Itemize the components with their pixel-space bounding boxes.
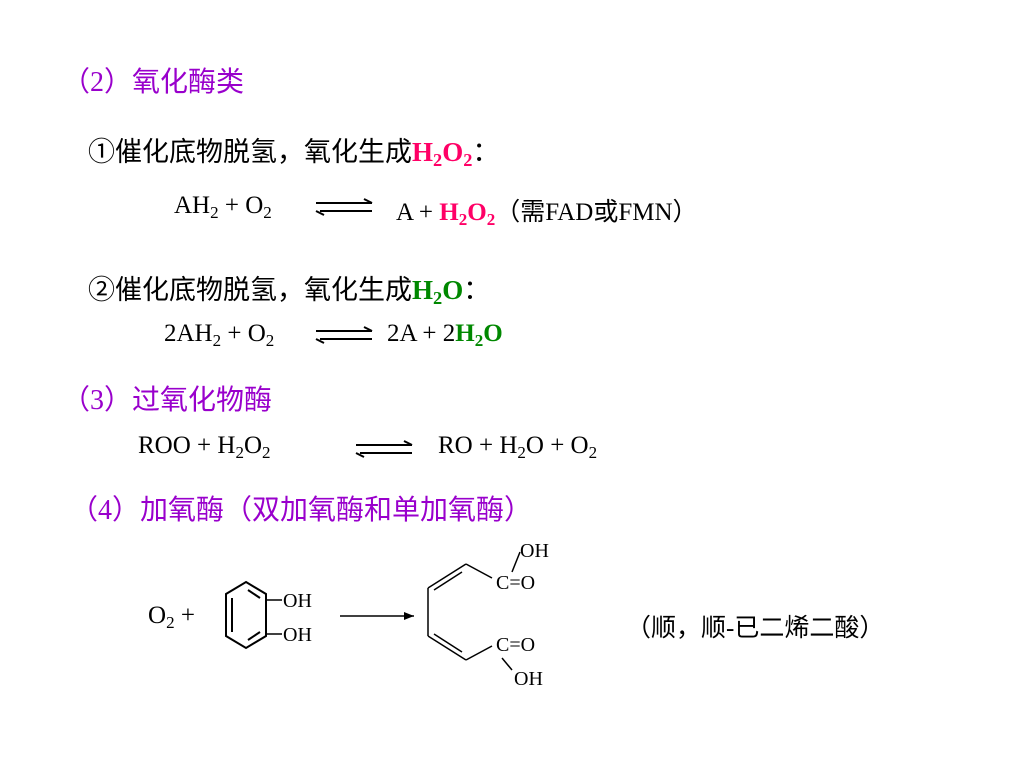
catechol-oh-bottom: OH: [283, 624, 312, 646]
muconic-oh-bottom: OH: [514, 668, 543, 690]
muconic-oh-top: OH: [520, 540, 549, 562]
equilibrium-arrow-1: [315, 198, 373, 216]
equation-3-left: ROO + H2O2: [138, 432, 271, 462]
h2o2-formula: H2O2: [412, 137, 473, 171]
equation-2-left: 2AH2 + O2: [164, 320, 275, 350]
section-heading-oxygenase: （4）加氧酶（双加氧酶和单加氧酶）: [70, 495, 533, 526]
product-name: （顺，顺-已二烯二酸）: [626, 615, 885, 642]
equation-3-right: RO + H2O + O2: [438, 432, 598, 462]
catechol-ring-icon: [225, 580, 282, 650]
reactant-o2: O2 +: [148, 602, 195, 632]
muconic-acid-structure-icon: [427, 551, 521, 671]
h2o-formula: H2O: [412, 275, 464, 309]
section-heading-peroxidase: （3）过氧化物酶: [62, 385, 273, 416]
equation-1-left: AH2 + O2: [174, 192, 272, 222]
section-heading-oxidases: （2）氧化酶类: [62, 67, 245, 98]
item-2-description: ②催化底物脱氢，氧化生成H2O：: [88, 275, 491, 309]
reaction-arrow-icon: [340, 612, 414, 620]
item-1-description: ①催化底物脱氢，氧化生成H2O2：: [88, 137, 500, 171]
equation-2-right: 2A + 2H2O: [387, 320, 503, 350]
equation-1-right: A + H2O2（需FAD或FMN）: [396, 199, 698, 229]
equilibrium-arrow-2: [315, 326, 373, 344]
muconic-co-top: C=O: [496, 572, 536, 594]
catechol-oh-top: OH: [283, 590, 312, 612]
equilibrium-arrow-3: [355, 440, 413, 458]
muconic-co-bottom: C=O: [496, 634, 536, 656]
